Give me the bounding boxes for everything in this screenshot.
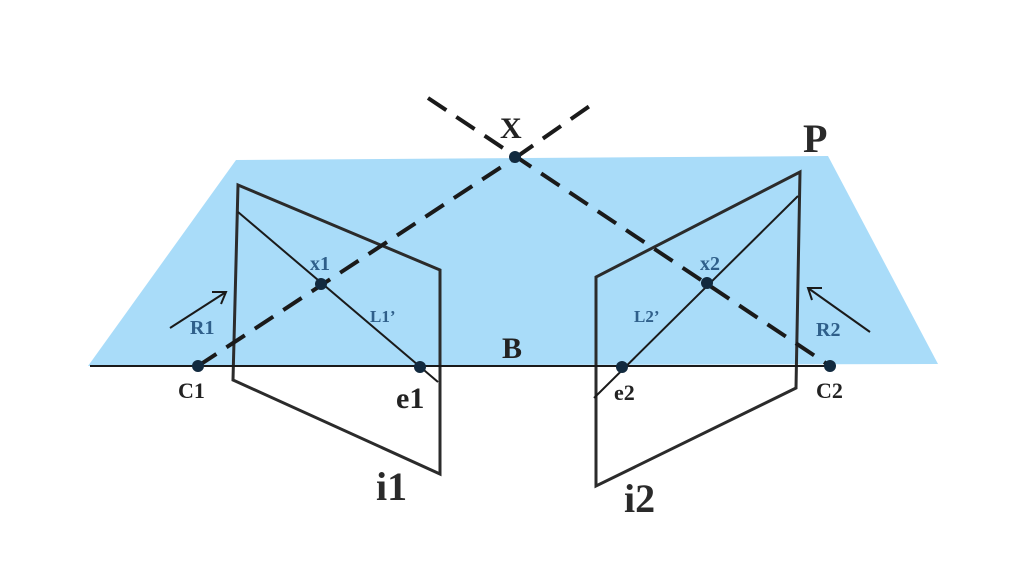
epipolar-plane xyxy=(88,156,938,366)
epipolar-line-l2 xyxy=(593,195,799,399)
arrow-r1 xyxy=(169,291,228,329)
ray-x-to-c2 xyxy=(426,96,832,368)
image-plane-i2 xyxy=(594,169,802,489)
ray-x-extension-left xyxy=(513,101,596,160)
point-x xyxy=(509,151,521,163)
label-x2: x2 xyxy=(700,253,720,275)
label-e2: e2 xyxy=(614,380,635,405)
image-plane-i1 xyxy=(231,182,442,477)
label-e1: e1 xyxy=(396,382,424,415)
epipolar-line-l1 xyxy=(237,211,439,383)
label-p: P xyxy=(803,116,827,161)
ray-c1-to-x xyxy=(196,156,517,368)
label-i2: i2 xyxy=(624,476,655,521)
label-c1: C1 xyxy=(178,378,205,403)
label-x: X xyxy=(500,112,522,145)
label-x1: x1 xyxy=(310,253,330,275)
label-c2: C2 xyxy=(816,378,843,403)
label-l1: L1’ xyxy=(370,307,396,326)
point-x2 xyxy=(701,277,713,289)
point-x1 xyxy=(315,278,327,290)
point-c2 xyxy=(824,360,836,372)
point-e2 xyxy=(616,361,628,373)
label-l2: L2’ xyxy=(634,307,660,326)
arrow-r2 xyxy=(806,287,871,333)
label-r2: R2 xyxy=(816,319,840,341)
label-i1: i1 xyxy=(376,464,407,509)
label-r1: R1 xyxy=(190,317,214,339)
point-c1 xyxy=(192,360,204,372)
label-b: B xyxy=(502,332,522,365)
point-e1 xyxy=(414,361,426,373)
